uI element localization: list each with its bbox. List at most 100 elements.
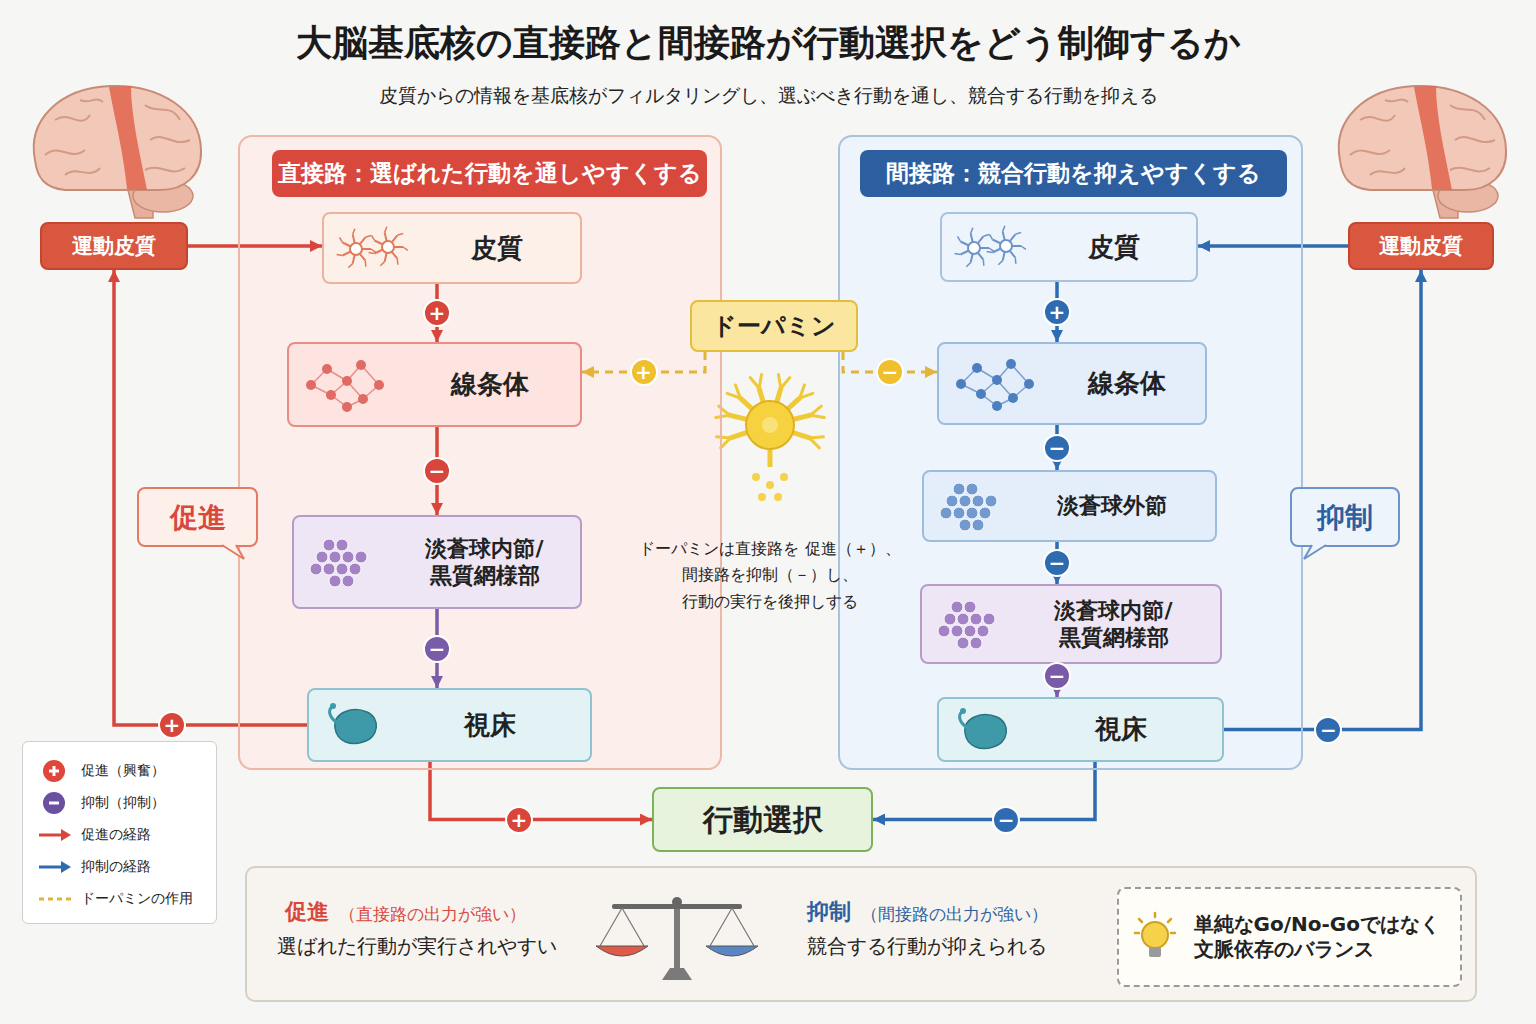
legend-text: 促進（興奮） xyxy=(81,762,165,780)
sign-badge: − xyxy=(1314,716,1342,744)
legend-line-sample xyxy=(37,855,73,879)
node-label: 促進 xyxy=(170,500,226,535)
bubble-tail xyxy=(1302,545,1326,561)
node-label: ドーパミン xyxy=(712,311,836,341)
process-box: 淡蒼球内節/ 黒質網様部 xyxy=(292,515,582,609)
node-label: 視床 xyxy=(1095,713,1147,746)
panel-fill xyxy=(838,135,1303,770)
sign-badge: − xyxy=(1043,434,1071,462)
legend-row: 促進（興奮） xyxy=(23,759,216,783)
summary-text: （間接路の出力が強い） xyxy=(861,904,1048,925)
summary-panel: 促進 （直接路の出力が強い） 選ばれた行動が実行されやすい 抑制 （間接路の出力が強い）… xyxy=(245,866,1477,1002)
sign-glyph xyxy=(43,760,65,782)
process-box: 線条体 xyxy=(937,342,1207,425)
legend-row: 抑制の経路 xyxy=(23,855,216,879)
legend-text: 促進の経路 xyxy=(81,826,151,844)
connector xyxy=(1198,244,1348,248)
output-box: 行動選択 xyxy=(652,787,873,852)
callout-bubble: 促進 xyxy=(137,487,258,547)
legend-row: ドーパミンの作用 xyxy=(23,887,216,911)
node-label: 淡蒼球内節/ 黒質網様部 xyxy=(395,535,574,590)
node-label: 行動選択 xyxy=(703,801,823,839)
process-box: 視床 xyxy=(307,688,592,762)
cluster-icon xyxy=(306,537,372,587)
panel-fill xyxy=(238,135,722,770)
connector xyxy=(188,244,322,248)
process-box: 視床 xyxy=(937,697,1224,762)
connector xyxy=(430,762,652,820)
connector xyxy=(1224,270,1421,730)
net-icon xyxy=(301,355,391,415)
dopamine-box: ドーパミン xyxy=(690,300,858,352)
note-text: ドーパミンは直接路を 促進（＋）、間接路を抑制（－）し、 行動の実行を後押しする xyxy=(625,536,915,615)
sign-badge: + xyxy=(630,358,658,386)
brain-illustration xyxy=(34,86,201,218)
neuron-icon xyxy=(336,223,410,273)
sign-badge: − xyxy=(1043,662,1071,690)
node-label: 運動皮質 xyxy=(1379,233,1463,259)
neuron-icon xyxy=(954,222,1028,272)
node-label: 淡蒼球外節 xyxy=(1057,492,1167,520)
sign-badge: − xyxy=(992,806,1020,834)
legend-text: ドーパミンの作用 xyxy=(81,890,193,908)
node-label: 線条体 xyxy=(451,368,529,401)
cortex-tag: 運動皮質 xyxy=(40,222,188,270)
sign-badge: + xyxy=(158,711,186,739)
legend-text: 抑制（抑制） xyxy=(81,794,165,812)
connector xyxy=(873,762,1095,820)
thal-icon xyxy=(321,702,381,748)
bubble-tail xyxy=(222,545,246,561)
node-label: 単純なGo/No-Goではなく 文脈依存のバランス xyxy=(1194,912,1456,962)
cortex-tag: 運動皮質 xyxy=(1348,222,1494,270)
node-label: 皮質 xyxy=(1088,231,1140,264)
legend-text: 抑制の経路 xyxy=(81,858,151,876)
summary-text: 選ばれた行動が実行されやすい xyxy=(277,934,557,959)
process-box: 線条体 xyxy=(287,342,582,427)
sign-glyph xyxy=(43,792,65,814)
sign-badge: + xyxy=(423,299,451,327)
sign-badge: + xyxy=(1043,298,1071,326)
process-box: 淡蒼球内節/ 黒質網様部 xyxy=(920,584,1222,664)
summary-text: （直接路の出力が強い） xyxy=(339,904,526,925)
process-box: 淡蒼球外節 xyxy=(922,470,1217,542)
pathway-panel: 直接路：選ばれた行動を通しやすくする皮質線条体淡蒼球内節/ 黒質網様部視床 xyxy=(238,135,722,770)
brain-illustration xyxy=(1339,86,1506,218)
legend-row: 抑制（抑制） xyxy=(23,791,216,815)
title: 大脳基底核の直接路と間接路が行動選択をどう制御するか xyxy=(0,20,1536,65)
scale-icon xyxy=(592,888,762,988)
legend-row: 促進の経路 xyxy=(23,823,216,847)
sign-badge: − xyxy=(1043,549,1071,577)
legend-swatch xyxy=(43,792,65,814)
legend-line-sample xyxy=(37,887,73,911)
sign-badge: − xyxy=(876,358,904,386)
legend-swatch xyxy=(43,760,65,782)
dopamine-neuron xyxy=(716,375,825,501)
subtitle: 皮質からの情報を基底核がフィルタリングし、選ぶべき行動を通し、競合する行動を抑え… xyxy=(0,84,1536,108)
process-box: 皮質 xyxy=(322,212,582,284)
note-box: 単純なGo/No-Goではなく 文脈依存のバランス xyxy=(1117,887,1462,987)
bulb-icon xyxy=(1135,913,1177,961)
cluster-icon xyxy=(936,481,1002,531)
summary-text: 促進 xyxy=(285,898,329,926)
node-label: 運動皮質 xyxy=(72,233,156,259)
thal-icon xyxy=(951,707,1011,753)
node-label: 抑制 xyxy=(1317,500,1373,535)
sign-badge: + xyxy=(505,806,533,834)
sign-badge: − xyxy=(423,635,451,663)
summary-text: 抑制 xyxy=(807,898,851,926)
callout-bubble: 抑制 xyxy=(1290,487,1400,547)
node-label: 皮質 xyxy=(471,232,523,265)
net-icon xyxy=(951,354,1041,414)
legend-box: 促進（興奮） 抑制（抑制） 促進の経路抑制の経路ドーパミンの作用 xyxy=(22,741,217,924)
sign-badge: − xyxy=(423,457,451,485)
panel-header: 直接路：選ばれた行動を通しやすくする xyxy=(272,150,707,197)
summary-text: 競合する行動が抑えられる xyxy=(807,934,1047,959)
connector xyxy=(114,270,307,725)
process-box: 皮質 xyxy=(940,212,1198,282)
legend-line-sample xyxy=(37,823,73,847)
cluster-icon xyxy=(934,599,1000,649)
panel-header: 間接路：競合行動を抑えやすくする xyxy=(860,150,1287,197)
node-label: 淡蒼球内節/ 黒質網様部 xyxy=(1013,597,1214,652)
node-label: 視床 xyxy=(464,709,516,742)
